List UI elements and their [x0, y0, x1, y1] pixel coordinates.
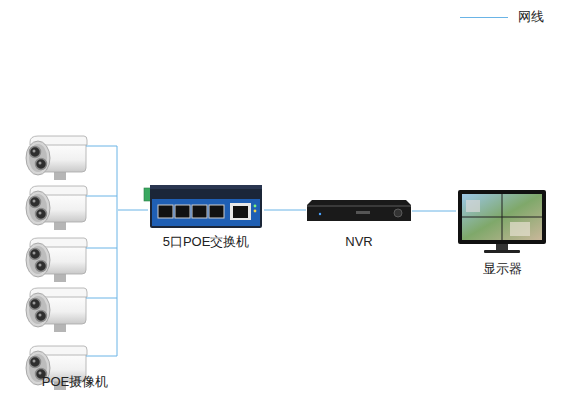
device-label: 5口POE交换机	[163, 234, 250, 250]
device-node: 显示器	[456, 188, 548, 278]
device-label: 显示器	[483, 261, 522, 277]
device-label: NVR	[345, 234, 372, 250]
legend-row: 网线	[460, 9, 544, 25]
device-node: POE摄像机	[18, 128, 118, 394]
device-label: POE摄像机	[42, 374, 108, 390]
camera-icon	[26, 288, 87, 332]
camera-icon	[26, 238, 87, 282]
bus-wire	[86, 146, 117, 356]
network-cable	[412, 211, 456, 212]
camera-icon	[26, 186, 87, 230]
legend-swatch	[460, 9, 508, 25]
device-node: 5口POE交换机	[148, 182, 264, 252]
network-cable	[264, 210, 306, 211]
legend-text: 网线	[518, 9, 544, 25]
device-node: NVR	[306, 198, 412, 252]
monitor-icon	[458, 190, 546, 253]
nvr-icon	[307, 200, 411, 221]
legend: 网线	[460, 9, 544, 25]
switch-icon	[144, 185, 262, 228]
camera-icon	[26, 136, 87, 180]
network-cable	[118, 210, 148, 211]
